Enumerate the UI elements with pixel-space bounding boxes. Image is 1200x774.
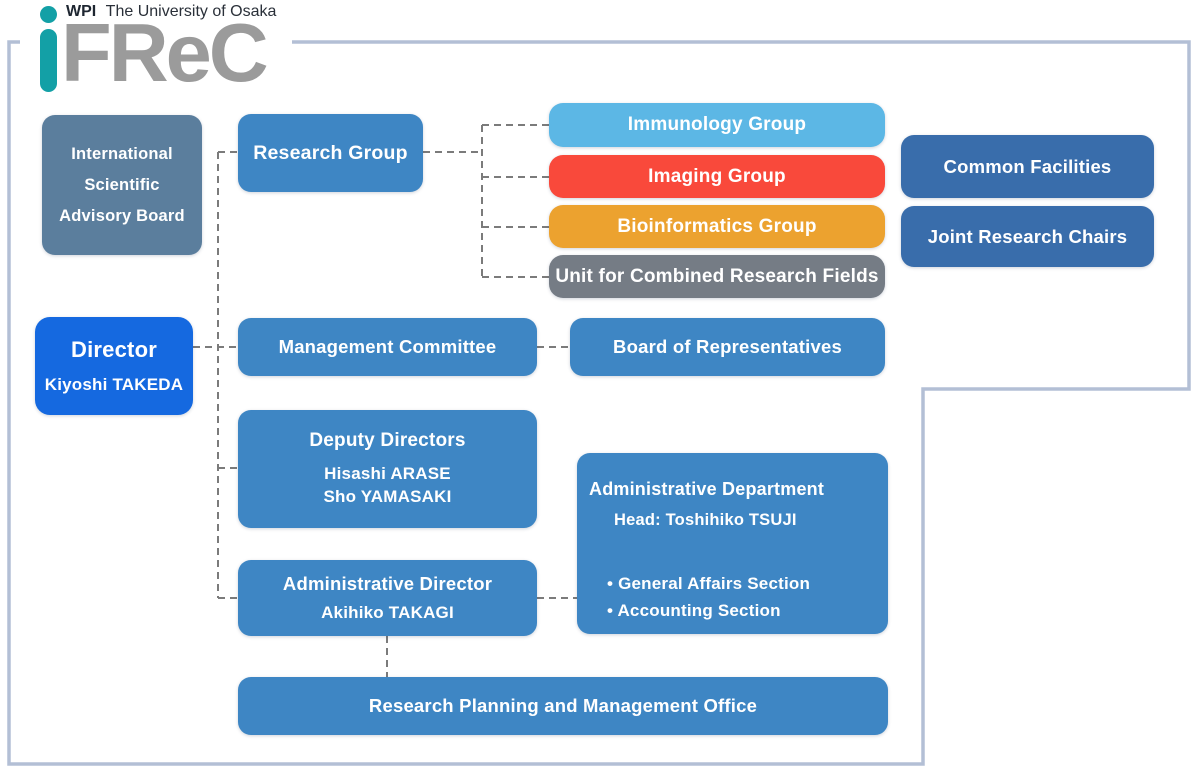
logo-i-bar-icon: [40, 29, 57, 92]
dashed-connectors: [193, 124, 577, 677]
box-research-group: Research Group: [238, 114, 423, 192]
administrative-department-title: Administrative Department: [589, 479, 825, 499]
administrative-department-sections: • General Affairs Section • Accounting S…: [607, 570, 810, 624]
imaging-group-label: Imaging Group: [648, 165, 786, 187]
box-administrative-director: Administrative Director Akihiko TAKAGI: [238, 560, 537, 636]
box-board-of-representatives: Board of Representatives: [570, 318, 885, 376]
immunology-group-label: Immunology Group: [627, 114, 807, 135]
logo-brand-letters: FReC: [61, 6, 269, 99]
ifrec-logo: WPI The University of Osaka FReC: [0, 0, 340, 100]
box-deputy-directors: Deputy Directors Hisashi ARASE Sho YAMAS…: [238, 410, 537, 528]
box-research-planning-management-office: Research Planning and Management Office: [238, 677, 888, 735]
advisory-line-3: Advisory Board: [59, 206, 185, 225]
director-name: Kiyoshi TAKEDA: [44, 375, 184, 394]
section-accounting: • Accounting Section: [607, 601, 781, 620]
deputy-director-name-1: Hisashi ARASE: [324, 464, 451, 483]
logo-i-dot-icon: [40, 6, 57, 23]
box-immunology-group: Immunology Group: [549, 103, 885, 147]
joint-research-chairs-label: Joint Research Chairs: [927, 225, 1128, 247]
unit-combined-research-fields-label: Unit for Combined Research Fields: [555, 265, 879, 287]
research-planning-management-office-label: Research Planning and Management Office: [368, 695, 758, 716]
logo-tagline: WPI The University of Osaka: [66, 3, 276, 21]
advisory-line-1: International: [71, 144, 173, 163]
bioinformatics-group-label: Bioinformatics Group: [617, 215, 817, 237]
deputy-directors-title: Deputy Directors: [309, 430, 466, 451]
box-imaging-group: Imaging Group: [549, 155, 885, 198]
common-facilities-label: Common Facilities: [943, 155, 1112, 177]
management-committee-label: Management Committee: [278, 336, 497, 357]
administrative-director-title: Administrative Director: [282, 573, 493, 594]
box-bioinformatics-group: Bioinformatics Group: [549, 205, 885, 248]
box-administrative-department: Administrative Department Head: Toshihik…: [577, 453, 888, 634]
research-group-label: Research Group: [253, 141, 408, 164]
box-common-facilities: Common Facilities: [901, 135, 1154, 198]
advisory-line-2: Scientific: [84, 175, 160, 194]
university-label: The University of Osaka: [105, 3, 277, 20]
administrative-department-head: Head: Toshihiko TSUJI: [614, 511, 797, 529]
director-title: Director: [71, 337, 157, 362]
box-joint-research-chairs: Joint Research Chairs: [901, 206, 1154, 267]
administrative-director-name: Akihiko TAKAGI: [321, 603, 454, 622]
box-unit-combined-research-fields: Unit for Combined Research Fields: [549, 255, 885, 298]
box-management-committee: Management Committee: [238, 318, 537, 376]
section-general-affairs: • General Affairs Section: [607, 574, 811, 593]
deputy-director-name-2: Sho YAMASAKI: [323, 487, 452, 506]
box-director: Director Kiyoshi TAKEDA: [35, 317, 193, 415]
outer-frame: [7, 40, 1191, 766]
wpi-label: WPI: [66, 3, 97, 20]
box-international-scientific-advisory-board: International Scientific Advisory Board: [42, 115, 202, 255]
board-of-representatives-label: Board of Representatives: [613, 336, 842, 357]
